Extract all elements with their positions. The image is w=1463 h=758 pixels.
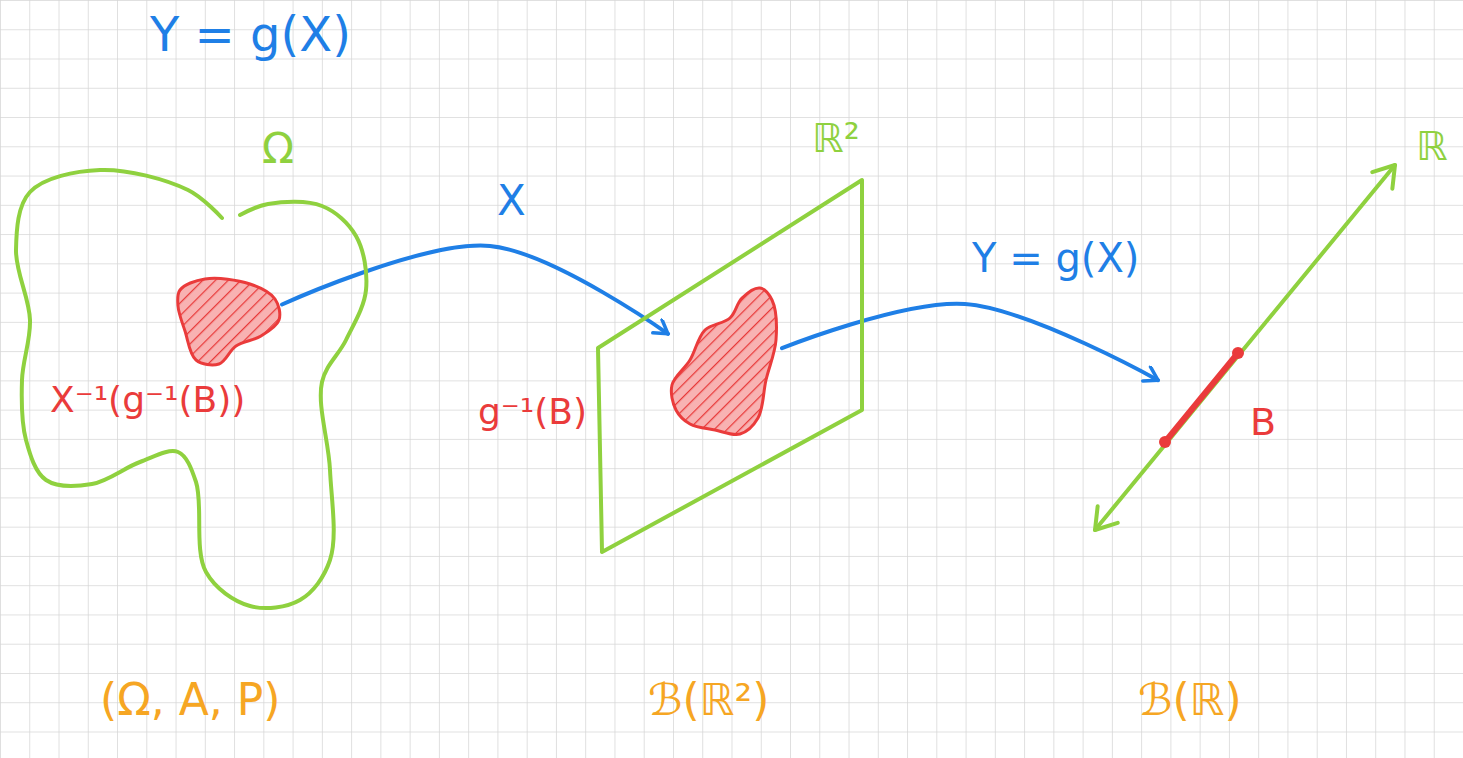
- real-line: ℝB: [1090, 160, 1400, 535]
- node-label: X⁻¹(g⁻¹(B)): [50, 380, 245, 420]
- node-outline: [1090, 160, 1400, 535]
- preimage-region: X⁻¹(g⁻¹(B)): [172, 272, 282, 368]
- plane-r2: ℝ²g⁻¹(B): [596, 178, 864, 554]
- blob-outline: [16, 170, 366, 608]
- hatched-region: [178, 278, 280, 365]
- space-label: ℬ(ℝ): [1138, 676, 1242, 724]
- node-label: Ω: [262, 126, 294, 172]
- interval-endpoint: [1159, 436, 1171, 448]
- borel-set-segment: B: [1158, 346, 1248, 450]
- interval-segment: [1165, 353, 1238, 442]
- node-label: ℝ²: [812, 116, 860, 160]
- node-outline: [668, 284, 782, 440]
- mapping-arrow: [282, 246, 668, 334]
- axis-arrowhead: [1372, 165, 1395, 189]
- plane-outline: [598, 180, 862, 552]
- axis-line: [1095, 165, 1395, 530]
- node-outline: [172, 272, 282, 368]
- mapping-arrow: [782, 304, 1158, 380]
- sample-space-outline: ΩX⁻¹(g⁻¹(B)): [12, 165, 377, 615]
- node-outline: [1158, 346, 1248, 450]
- space-label: (Ω, A, P): [100, 676, 281, 724]
- space-label: ℬ(ℝ²): [648, 676, 769, 724]
- hatched-region: [671, 288, 776, 435]
- diagram-title: Y = g(X): [150, 8, 351, 61]
- mapping-label: Y = g(X): [972, 236, 1139, 280]
- node-label: B: [1250, 402, 1276, 444]
- node-label: ℝ: [1416, 124, 1448, 168]
- plane-region: g⁻¹(B): [668, 284, 782, 440]
- interval-endpoint: [1232, 347, 1244, 359]
- node-label: g⁻¹(B): [478, 392, 587, 432]
- mapping-label: X: [497, 178, 526, 224]
- axis-arrowhead: [1095, 506, 1118, 530]
